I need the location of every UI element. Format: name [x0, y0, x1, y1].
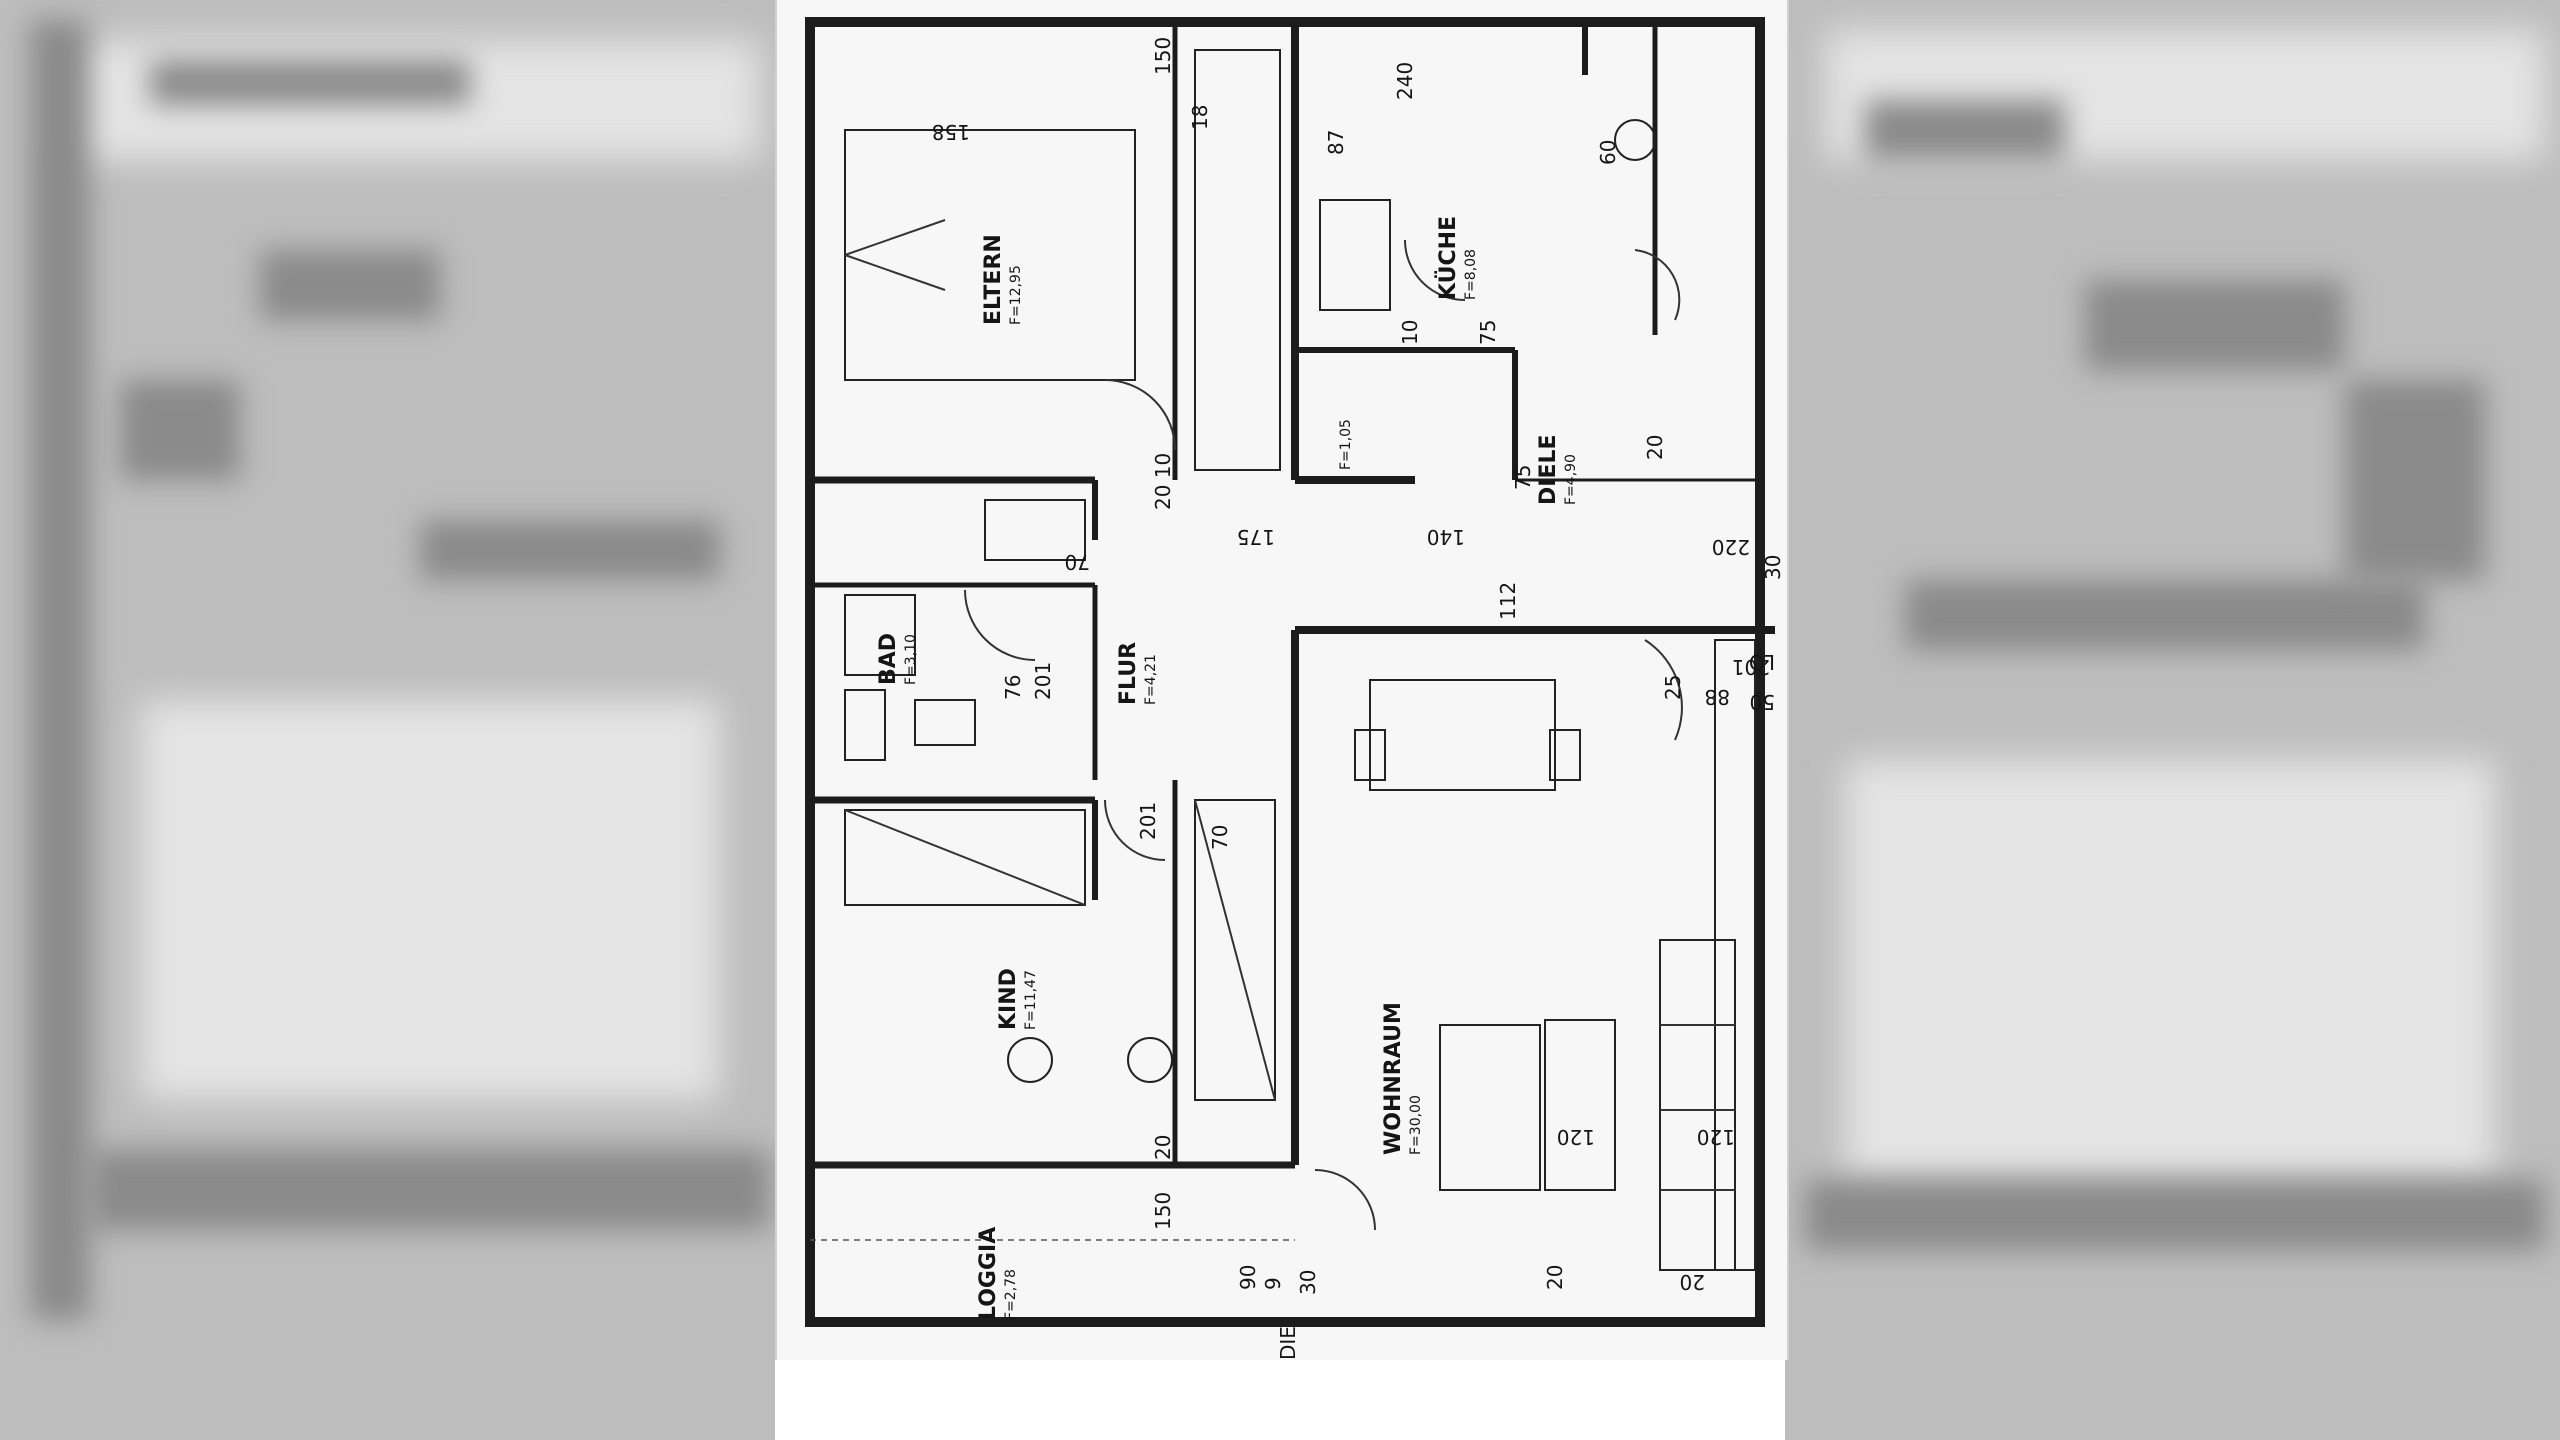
- dining-table: [1369, 679, 1556, 791]
- room-name-diele: DIELE: [1536, 434, 1561, 505]
- armchair-right: [1544, 1019, 1616, 1191]
- kitchen-counter: [1319, 199, 1391, 311]
- page-margin: [775, 1360, 1785, 1440]
- dim-label: 20: [1151, 1135, 1175, 1160]
- dim-label: LO: [1749, 650, 1775, 674]
- door-swing: [1314, 1169, 1376, 1231]
- dim-label: 150: [1151, 1192, 1175, 1230]
- blurred-background-left: [0, 0, 780, 1440]
- door-swing: [1104, 799, 1166, 861]
- armchair-left: [1439, 1024, 1541, 1191]
- room-area-eltern: F=12,95: [1008, 265, 1024, 325]
- floor-plan: ELTERN F=12,95 KÜCHE F=8,08 BAD F=3,10 F…: [805, 17, 1785, 1360]
- dim-label: 60: [1596, 140, 1620, 165]
- dim-label: 75: [1476, 320, 1500, 345]
- room-name-wohnraum: WOHNRAUM: [1381, 1002, 1406, 1155]
- dim-label: 76: [1001, 675, 1025, 700]
- dim-label: 140: [1427, 525, 1465, 549]
- dim-label: 201: [1732, 655, 1770, 679]
- sink: [1614, 119, 1656, 161]
- outer-walls: [805, 17, 1765, 1327]
- bath-shelf: [984, 499, 1086, 561]
- room-name-flur: FLUR: [1116, 642, 1141, 705]
- dim-label: 25: [1661, 675, 1685, 700]
- dim-label: 220: [1712, 535, 1750, 559]
- dim-label: 175: [1237, 525, 1275, 549]
- kind-desk: [844, 809, 1086, 906]
- dim-label: 20: [1643, 435, 1667, 460]
- dim-label: 201: [1136, 802, 1160, 840]
- room-area-bad: F=3,10: [903, 634, 919, 685]
- dim-label: 201: [1031, 662, 1055, 700]
- room-name-loggia: LOGGIA: [976, 1227, 1001, 1320]
- dim-label: 20 10: [1151, 453, 1175, 510]
- interior-walls: [810, 22, 1775, 1169]
- dim-label: 120: [1697, 1125, 1735, 1149]
- room-name-kind: KIND: [996, 968, 1021, 1030]
- room-area-diele: F=4,90: [1563, 454, 1579, 505]
- toilet: [914, 699, 976, 746]
- dim-label: 120: [1557, 1125, 1595, 1149]
- room-area-abstell: F=1,05: [1338, 419, 1354, 470]
- dim-label: 112: [1496, 582, 1520, 620]
- room-area-wohnraum: F=30,00: [1408, 1095, 1424, 1155]
- wardrobe: [1194, 49, 1281, 471]
- floor-plan-sheet: [775, 0, 1789, 1360]
- room-area-kueche: F=8,08: [1463, 249, 1479, 300]
- room-name-kueche: KÜCHE: [1435, 216, 1461, 300]
- dim-label: 20: [1543, 1265, 1567, 1290]
- room-area-kind: F=11,47: [1023, 970, 1039, 1030]
- dim-label: 88: [1705, 685, 1730, 709]
- dim-label: 240: [1393, 62, 1417, 100]
- dim-label: 150: [1151, 37, 1175, 75]
- door-swing: [1104, 379, 1176, 451]
- dim-label: 75: [1511, 465, 1535, 490]
- furniture: [844, 49, 1756, 1271]
- door-swing: [1634, 249, 1681, 321]
- door-swing: [1404, 239, 1466, 301]
- kind-stool-2: [1127, 1037, 1173, 1083]
- dim-label: 30: [1296, 1270, 1320, 1295]
- room-name-bad: BAD: [876, 633, 901, 685]
- dimension-labels: 150 18 240 158 87 60 10 75 75 20 20 10 7…: [932, 37, 1785, 1360]
- dim-label: 70: [1065, 550, 1090, 574]
- dim-label: 18: [1188, 105, 1212, 130]
- dim-label: 30: [1761, 555, 1785, 580]
- dim-label: 90: [1236, 1265, 1260, 1290]
- door-swing: [1644, 639, 1683, 741]
- dim-label: 50: [1750, 690, 1775, 714]
- room-area-flur: F=4,21: [1143, 654, 1159, 705]
- dim-label: DIE: [1276, 1326, 1300, 1360]
- room-name-eltern: ELTERN: [981, 234, 1006, 325]
- washbasin: [844, 594, 916, 676]
- room-area-loggia: F=2,78: [1003, 1269, 1019, 1320]
- dim-label: 10: [1398, 320, 1422, 345]
- sofa: [1659, 939, 1736, 1271]
- bathtub: [844, 689, 886, 761]
- dim-label: 9: [1261, 1277, 1285, 1290]
- kind-wardrobe: [1194, 799, 1276, 1101]
- chair: [1549, 729, 1581, 781]
- dim-label: 158: [932, 120, 970, 144]
- kind-stool-1: [1007, 1037, 1053, 1083]
- blurred-background-right: [1785, 0, 2560, 1440]
- dim-label: 87: [1324, 130, 1348, 155]
- doors: [964, 239, 1683, 1231]
- dim-label: 70: [1208, 825, 1232, 850]
- dim-label: 20: [1680, 1270, 1705, 1294]
- room-labels: ELTERN F=12,95 KÜCHE F=8,08 BAD F=3,10 F…: [876, 216, 1579, 1320]
- chair: [1354, 729, 1386, 781]
- door-swing: [964, 589, 1036, 661]
